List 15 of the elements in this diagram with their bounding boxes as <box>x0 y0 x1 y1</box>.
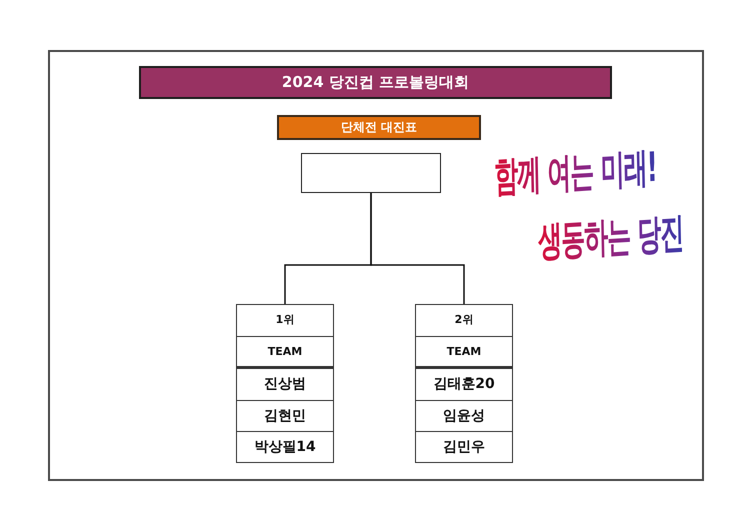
team-cell: TEAM <box>236 336 334 368</box>
rank-cell: 1위 <box>236 304 334 337</box>
player-cell: 김현민 <box>236 400 334 432</box>
rank-cell: 2위 <box>415 304 513 337</box>
bracket-box <box>301 153 441 193</box>
slogan-text: 생동하는 당진 <box>538 212 684 262</box>
team-cell: TEAM <box>415 336 513 368</box>
title-bar: 2024 당진컵 프로볼링대회 <box>139 66 612 99</box>
player-cell: 박상필14 <box>236 431 334 463</box>
bracket-line <box>370 193 465 304</box>
player-cell: 임윤성 <box>415 400 513 432</box>
player-cell: 진상범 <box>236 366 334 401</box>
player-cell: 김민우 <box>415 431 513 463</box>
subtitle-bar: 단체전 대진표 <box>277 115 481 140</box>
player-cell: 김태훈20 <box>415 366 513 401</box>
